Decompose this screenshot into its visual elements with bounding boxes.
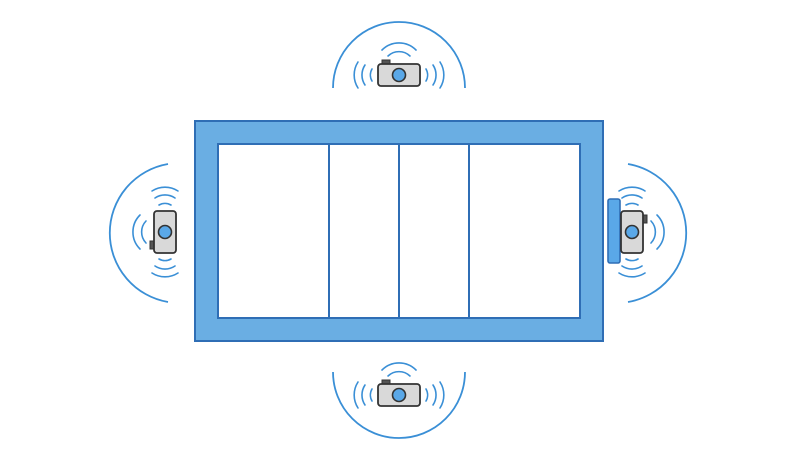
coverage-arc-left (108, 163, 169, 303)
camera-icon (618, 186, 665, 278)
camera-bottom (353, 362, 445, 409)
camera-icon (353, 42, 445, 89)
camera-left (132, 186, 179, 278)
camera-icon (132, 186, 179, 278)
display-frame (194, 120, 604, 342)
coverage-arc-bottom (332, 371, 466, 439)
coverage-arc-top (332, 21, 466, 89)
camera-icon (353, 362, 445, 409)
camera-mount (607, 198, 621, 264)
camera-right (607, 186, 665, 278)
coverage-arc-right (627, 163, 688, 303)
coverage-arcs (108, 21, 688, 439)
camera-top (353, 42, 445, 89)
